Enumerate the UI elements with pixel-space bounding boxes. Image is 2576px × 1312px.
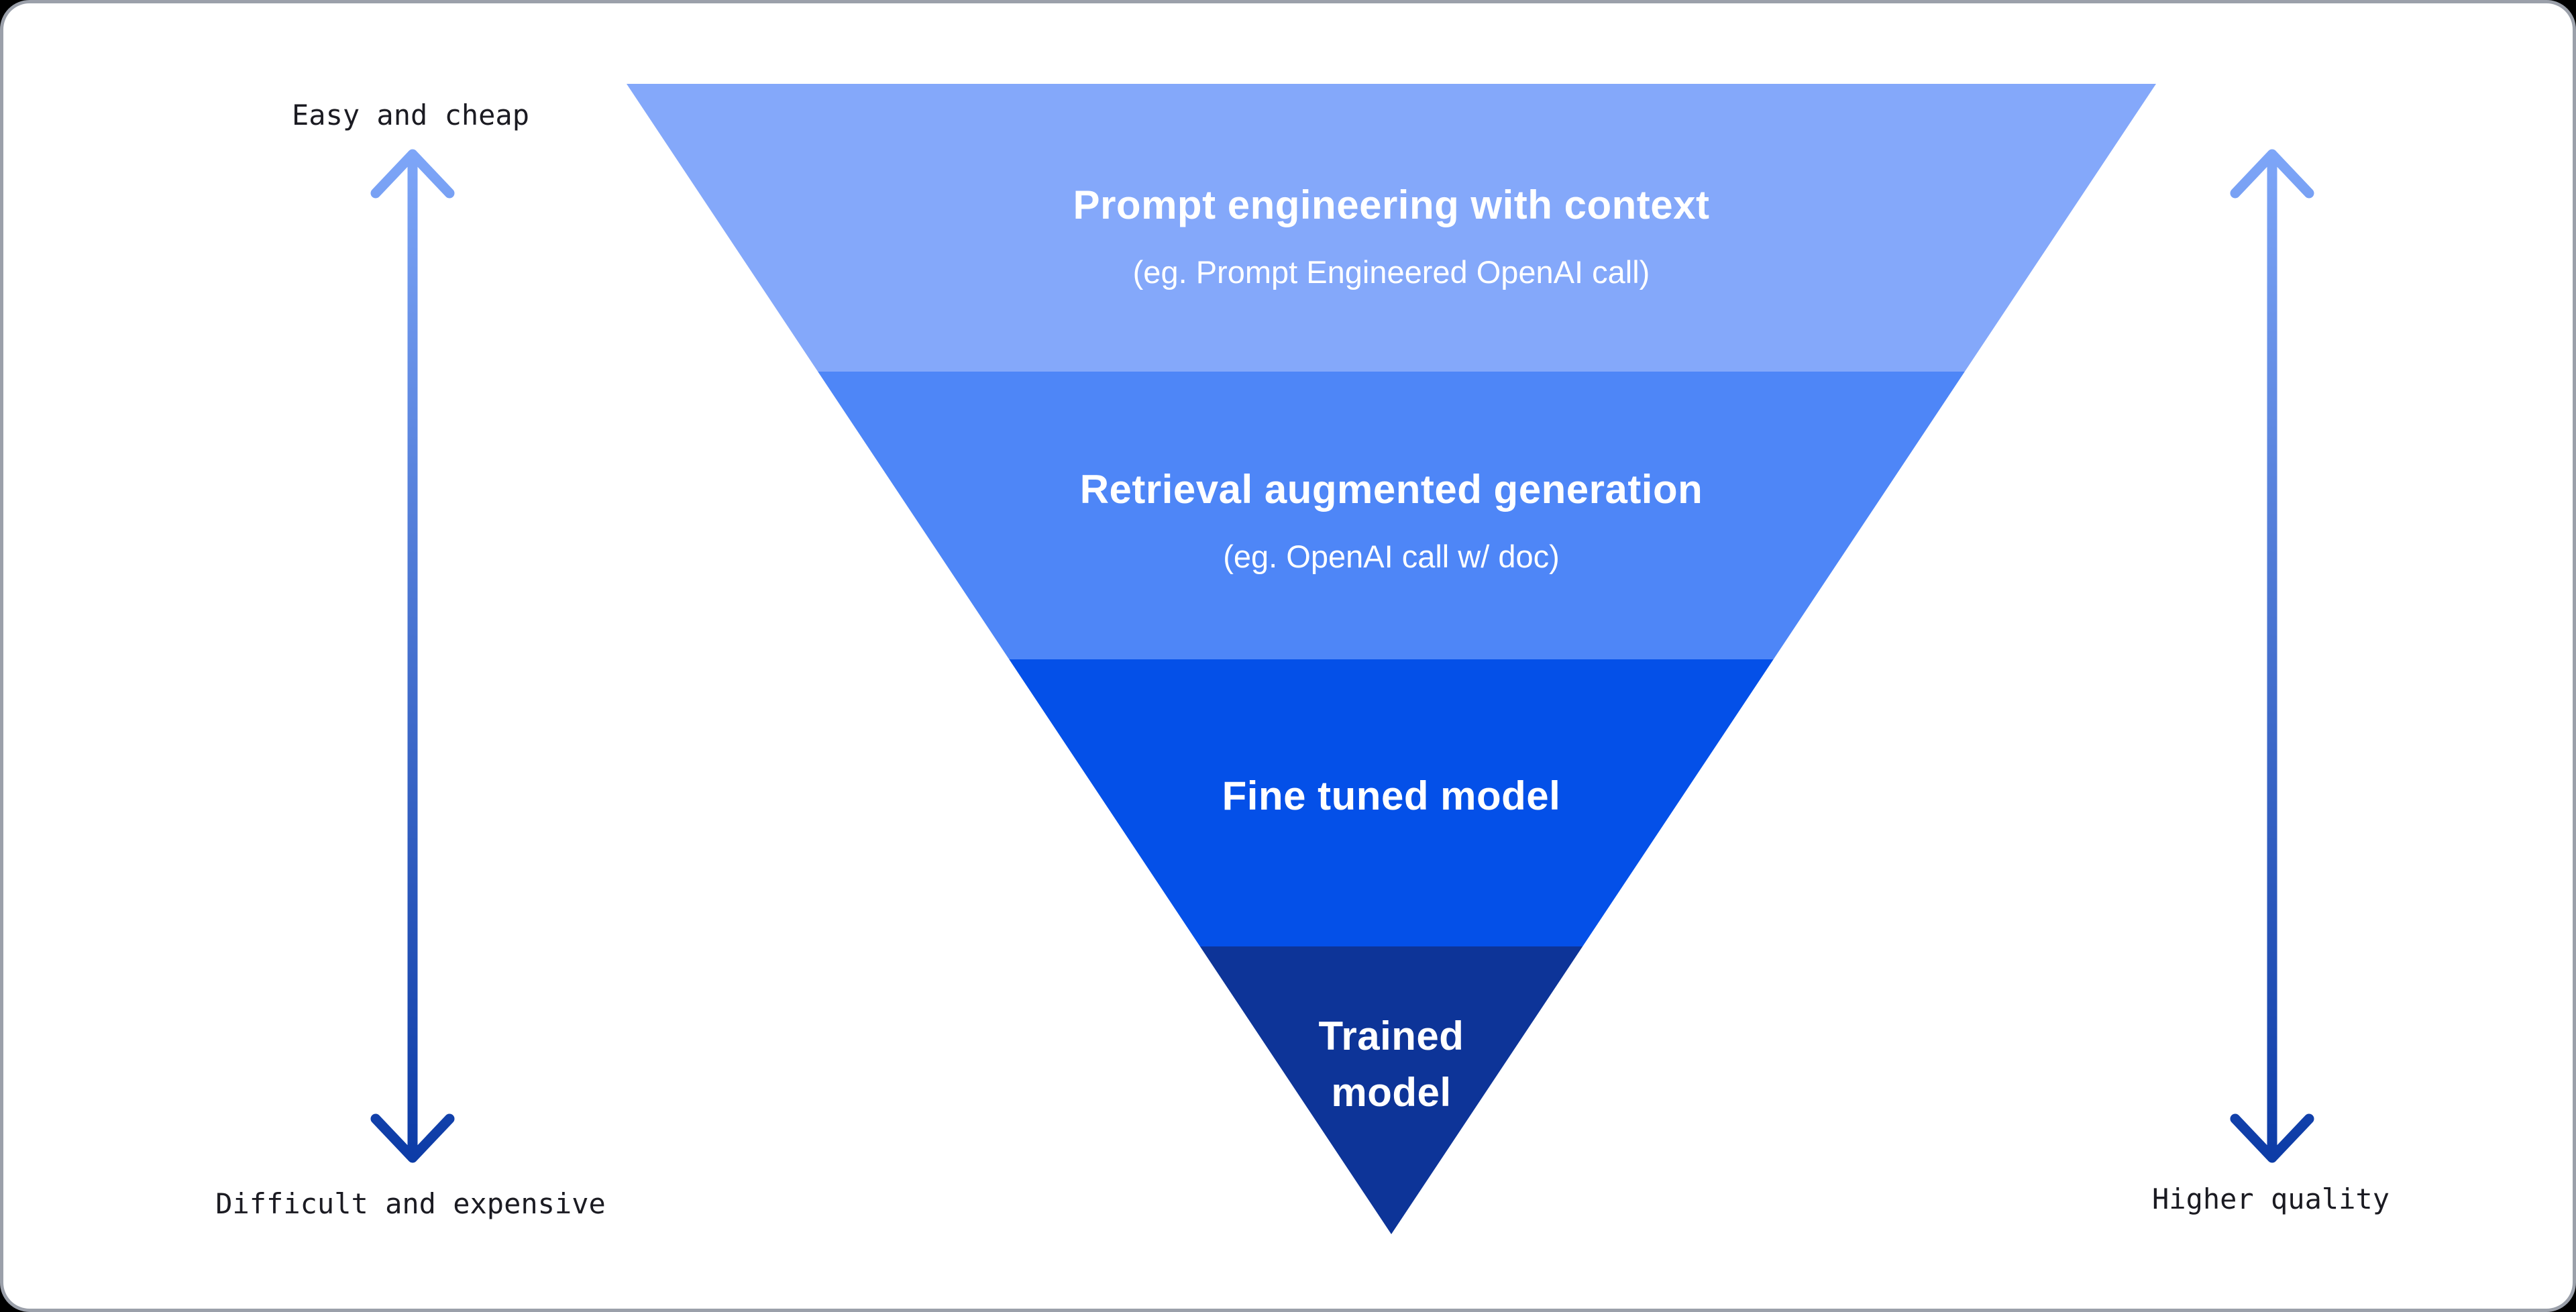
funnel-level-subtitle: (eg. OpenAI call w/ doc) xyxy=(1223,538,1560,574)
funnel-level-prompt-engineering: Prompt engineering with context (eg. Pro… xyxy=(627,84,2156,372)
inverted-pyramid: Prompt engineering with context (eg. Pro… xyxy=(627,84,2156,1234)
funnel-level-title: Retrieval augmented generation xyxy=(1079,466,1703,512)
funnel-level-title: Fine tuned model xyxy=(1222,773,1561,818)
funnel-level-trained: Trained model xyxy=(627,946,2156,1234)
funnel-level-fine-tuned: Fine tuned model xyxy=(627,659,2156,947)
funnel-level-rag: Retrieval augmented generation (eg. Open… xyxy=(627,371,2156,659)
funnel-level-subtitle: (eg. Prompt Engineered OpenAI call) xyxy=(1132,254,1650,290)
funnel-level-title: Prompt engineering with context xyxy=(1073,182,1710,227)
right-axis-bottom-label: Higher quality xyxy=(2151,1183,2390,1215)
left-axis-top-label: Easy and cheap xyxy=(291,99,530,131)
left-double-arrow-icon xyxy=(370,149,455,1163)
left-axis-bottom-label: Difficult and expensive xyxy=(215,1187,606,1220)
right-double-arrow-icon xyxy=(2230,149,2314,1163)
funnel-level-title: Trained model xyxy=(1318,1014,1464,1115)
